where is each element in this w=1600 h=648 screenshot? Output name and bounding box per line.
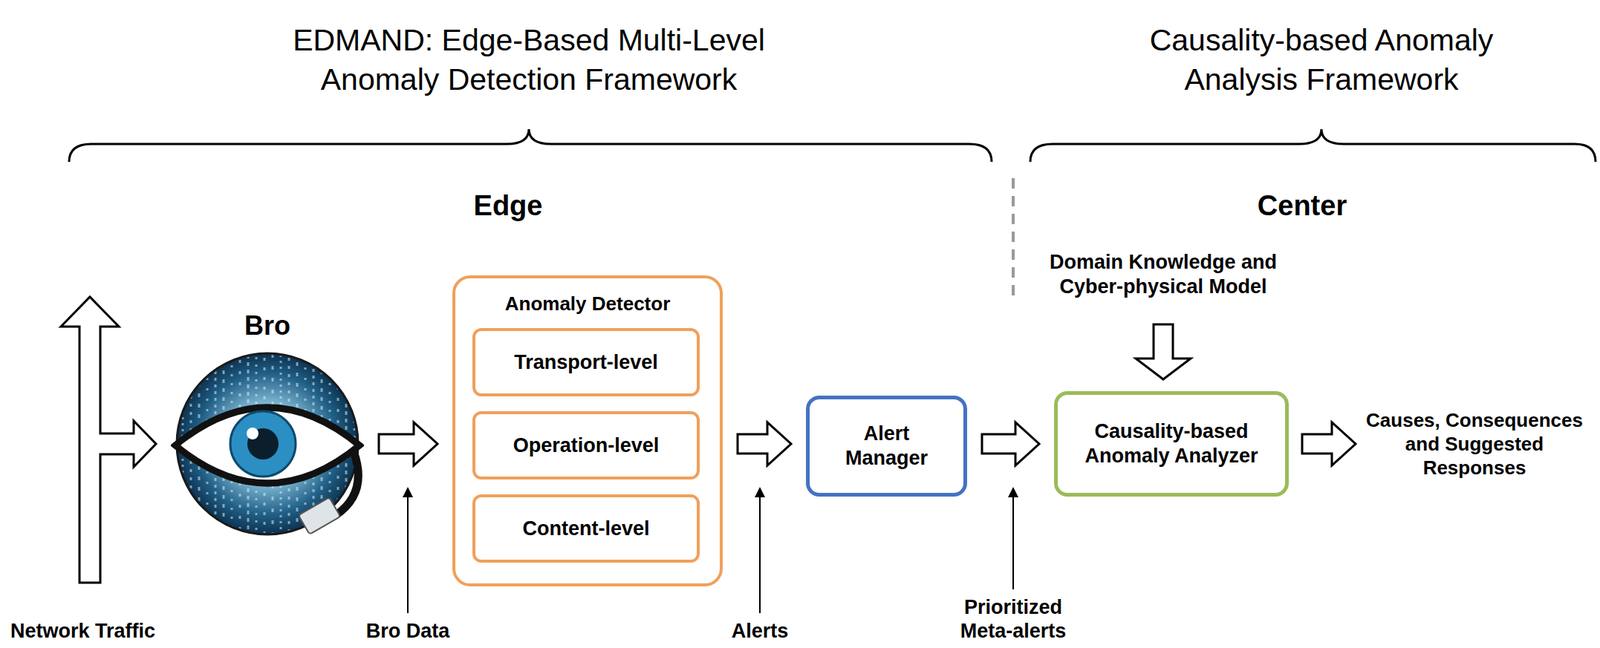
node-text: Anomaly Detector (455, 278, 720, 316)
domain-knowledge-arrow (1135, 324, 1191, 380)
bro-sensor: Bro (170, 310, 364, 541)
framework-title: EDMAND: Edge-Based Multi-Level Anomaly D… (261, 20, 797, 100)
framework-title: Causality-based Anomaly Analysis Framewo… (1120, 20, 1523, 100)
input-label-box: Domain Knowledge and Cyber-physical Mode… (1036, 250, 1290, 300)
plug (298, 497, 341, 535)
eye-shape (175, 407, 360, 484)
node-text: Operation-level (513, 433, 660, 459)
node-text: Bro (170, 310, 364, 342)
output-arrow (1302, 422, 1356, 466)
level-box: Content-level (472, 494, 700, 564)
alert-manager-box: Alert Manager (805, 395, 968, 497)
flow-label-box: Network Traffic (10, 619, 204, 644)
level-box: Operation-level (472, 411, 700, 480)
block-arrow (737, 422, 792, 466)
flow-label-box: Bro Data (333, 619, 483, 644)
flow-label: Bro Data (333, 619, 483, 644)
pointer-line (407, 488, 409, 614)
node-text: Transport-level (514, 350, 659, 376)
flow-label-box: Alerts (685, 619, 835, 644)
right-brace (1030, 129, 1596, 162)
framework-title-box: Causality-based Anomaly Analysis Framewo… (1120, 20, 1523, 100)
flow-label-box: Prioritized Meta-alerts (950, 595, 1077, 644)
flow-label: Alerts (685, 619, 835, 644)
zone-label-box: Edge (433, 188, 583, 223)
detector-group: Anomaly DetectorTransport-levelOperation… (452, 275, 723, 587)
input-label: Domain Knowledge and Cyber-physical Mode… (1036, 250, 1290, 300)
bro-eye-illustration (170, 310, 364, 541)
output-label-box: Causes, Consequences and Suggested Respo… (1359, 408, 1590, 480)
block-arrow (981, 422, 1040, 466)
output-label: Causes, Consequences and Suggested Respo… (1359, 408, 1590, 480)
zone-label-box: Center (1227, 188, 1377, 223)
divider-line (1011, 178, 1015, 298)
pointer-line (1012, 488, 1014, 590)
flow-label: Prioritized Meta-alerts (950, 595, 1077, 644)
framework-title-box: EDMAND: Edge-Based Multi-Level Anomaly D… (261, 20, 797, 100)
network-traffic-arrow (60, 297, 156, 584)
left-brace (69, 129, 992, 162)
zone-label: Edge (433, 188, 583, 223)
node-text: Causality-based Anomaly Analyzer (1078, 419, 1265, 469)
cable (335, 451, 359, 516)
flow-label: Network Traffic (10, 619, 204, 644)
block-arrow (378, 422, 438, 466)
node-text: Content-level (522, 516, 650, 542)
pointer-line (759, 488, 761, 614)
analyzer-box: Causality-based Anomaly Analyzer (1054, 391, 1289, 497)
zone-label: Center (1227, 188, 1377, 223)
level-box: Transport-level (472, 328, 700, 397)
node-text: Alert Manager (834, 421, 939, 471)
